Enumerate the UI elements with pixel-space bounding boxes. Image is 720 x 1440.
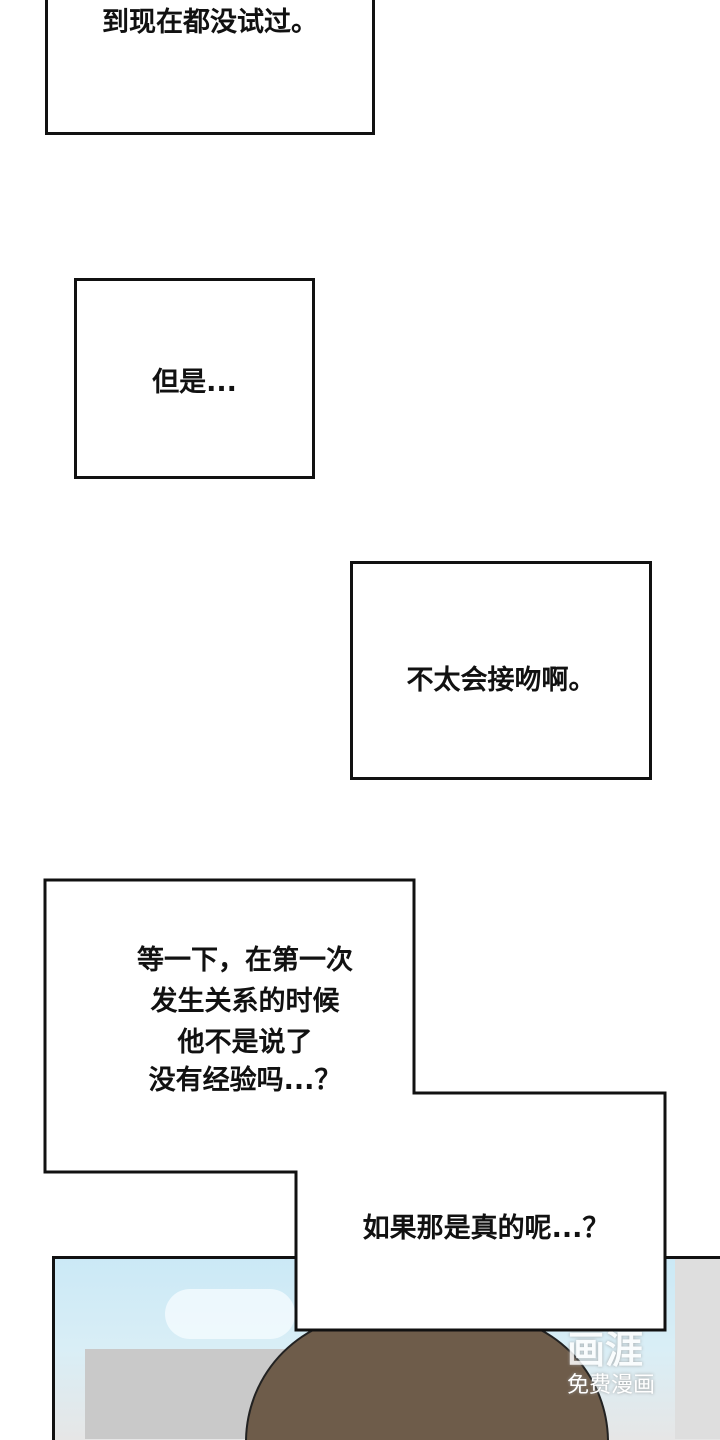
caption-text-3: 不太会接吻啊。 [406,665,596,696]
caption-text-2: 但是... [152,367,237,398]
caption-text-4-line-4: 没有经验吗...？ [148,1065,342,1096]
watermark-subtitle: 免费漫画 [567,1373,656,1398]
caption-text-4-line-3: 他不是说了 [177,1027,313,1058]
caption-text-5: 如果那是真的呢...？ [362,1213,610,1244]
caption-box-1 [45,0,375,135]
watermark-logo: 画涯 [567,1328,644,1372]
caption-text-4-line-1: 等一下，在第一次 [137,945,353,976]
caption-text-1: 到现在都没试过。 [102,7,318,38]
building-right [675,1259,720,1439]
caption-text-4-line-2: 发生关系的时候 [150,986,340,1017]
caption-box-3 [350,561,652,780]
caption-box-2 [74,278,315,479]
cloud [165,1289,295,1339]
